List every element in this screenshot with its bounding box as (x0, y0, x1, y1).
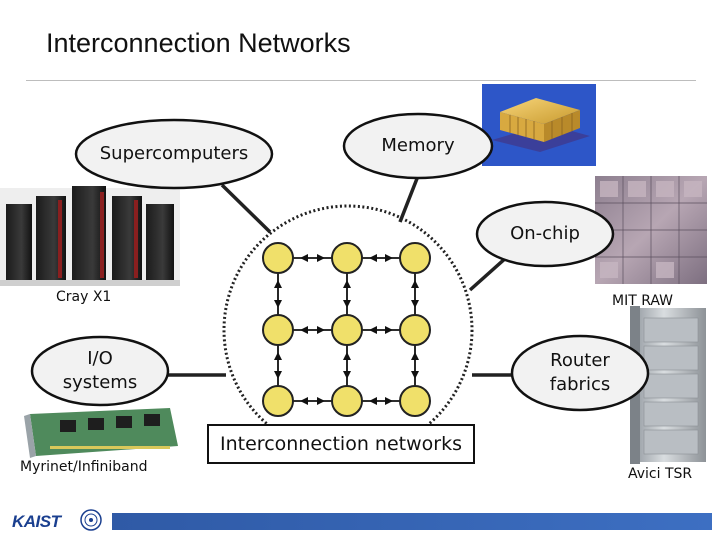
ellipse-memory (342, 112, 494, 180)
university-seal-icon (80, 509, 102, 531)
caption-avici: Avici TSR (628, 466, 693, 482)
kaist-logo: KAIST (12, 512, 61, 531)
mesh-node (399, 314, 431, 346)
footer-bar (112, 513, 712, 530)
node-label-router-line2: fabrics (549, 374, 611, 395)
node-label-memory: Memory (381, 134, 455, 156)
node-label-supercomputers: Supercomputers (99, 142, 249, 164)
node-label-io: I/O systems (32, 340, 168, 402)
connector-lines (168, 175, 542, 377)
ellipse-on-chip (475, 200, 615, 268)
link-on-chip (468, 254, 510, 292)
mesh-node (262, 242, 294, 274)
caption-cray-x1: Cray X1 (56, 289, 112, 305)
node-label-io-line1: I/O (87, 347, 113, 369)
mesh-node (399, 242, 431, 274)
memory-chip-image (482, 84, 596, 166)
avici-tsr-image (630, 306, 706, 464)
title-divider (26, 80, 696, 81)
link-supercomputers (220, 183, 272, 234)
caption-myrinet: Myrinet/Infiniband (20, 459, 148, 475)
page-title: Interconnection Networks (46, 28, 351, 58)
myrinet-card-image (24, 408, 178, 458)
mesh-arrowheads (274, 254, 419, 405)
node-label-router-line1: Router (550, 349, 610, 371)
cray-x1-image (0, 186, 180, 286)
mesh-node (331, 385, 363, 417)
ellipse-supercomputers (74, 118, 274, 190)
mesh-node (262, 385, 294, 417)
endpoint-ellipses (30, 112, 650, 412)
node-label-router: Router fabrics (512, 340, 648, 406)
mesh-nodes (262, 242, 431, 417)
ellipse-router (510, 334, 650, 412)
caption-mit-raw: MIT RAW (612, 293, 674, 309)
mesh-node (331, 242, 363, 274)
mesh-node (331, 314, 363, 346)
interconnection-networks-label: Interconnection networks (207, 424, 475, 464)
link-memory (398, 175, 420, 223)
node-label-on-chip: On-chip (510, 222, 580, 244)
node-label-io-line2: systems (62, 372, 138, 393)
mesh-node (262, 314, 294, 346)
ellipse-io (30, 335, 170, 407)
mesh-node (399, 385, 431, 417)
mit-raw-chip-image (595, 176, 707, 284)
